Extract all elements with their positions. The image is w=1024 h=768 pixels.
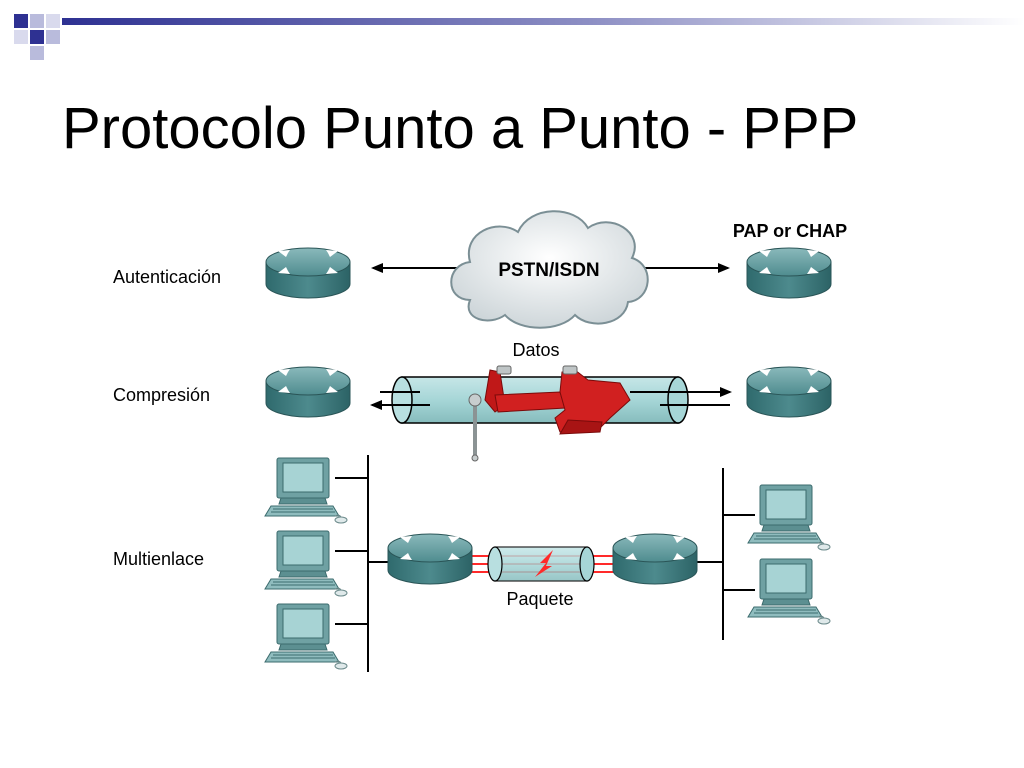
computer-icon bbox=[264, 530, 348, 597]
router-icon bbox=[746, 366, 832, 418]
router-icon bbox=[387, 533, 473, 585]
router-icon bbox=[612, 533, 698, 585]
compression-tube bbox=[391, 376, 689, 424]
packet-label: Paquete bbox=[506, 589, 573, 609]
corner-decoration bbox=[14, 14, 1024, 60]
packet-tube bbox=[487, 546, 595, 582]
router-icon bbox=[746, 247, 832, 299]
router-icon bbox=[265, 247, 351, 299]
data-label: Datos bbox=[512, 340, 559, 360]
cloud-icon: PSTN/ISDN bbox=[450, 210, 649, 329]
row-label-compresion: Compresión bbox=[113, 385, 210, 405]
computer-icon bbox=[264, 457, 348, 524]
row-label-multienlace: Multienlace bbox=[113, 549, 204, 569]
vise-icon bbox=[468, 365, 631, 462]
remote-auth-label: PAP or CHAP bbox=[733, 221, 847, 241]
computer-icon bbox=[264, 603, 348, 670]
page-title: Protocolo Punto a Punto - PPP bbox=[62, 96, 859, 161]
computer-icon bbox=[747, 484, 831, 551]
cloud-label: PSTN/ISDN bbox=[498, 260, 599, 281]
row-label-autenticacion: Autenticación bbox=[113, 267, 221, 287]
router-icon bbox=[265, 366, 351, 418]
header-gradient-bar bbox=[62, 18, 1024, 25]
computer-icon bbox=[747, 558, 831, 625]
